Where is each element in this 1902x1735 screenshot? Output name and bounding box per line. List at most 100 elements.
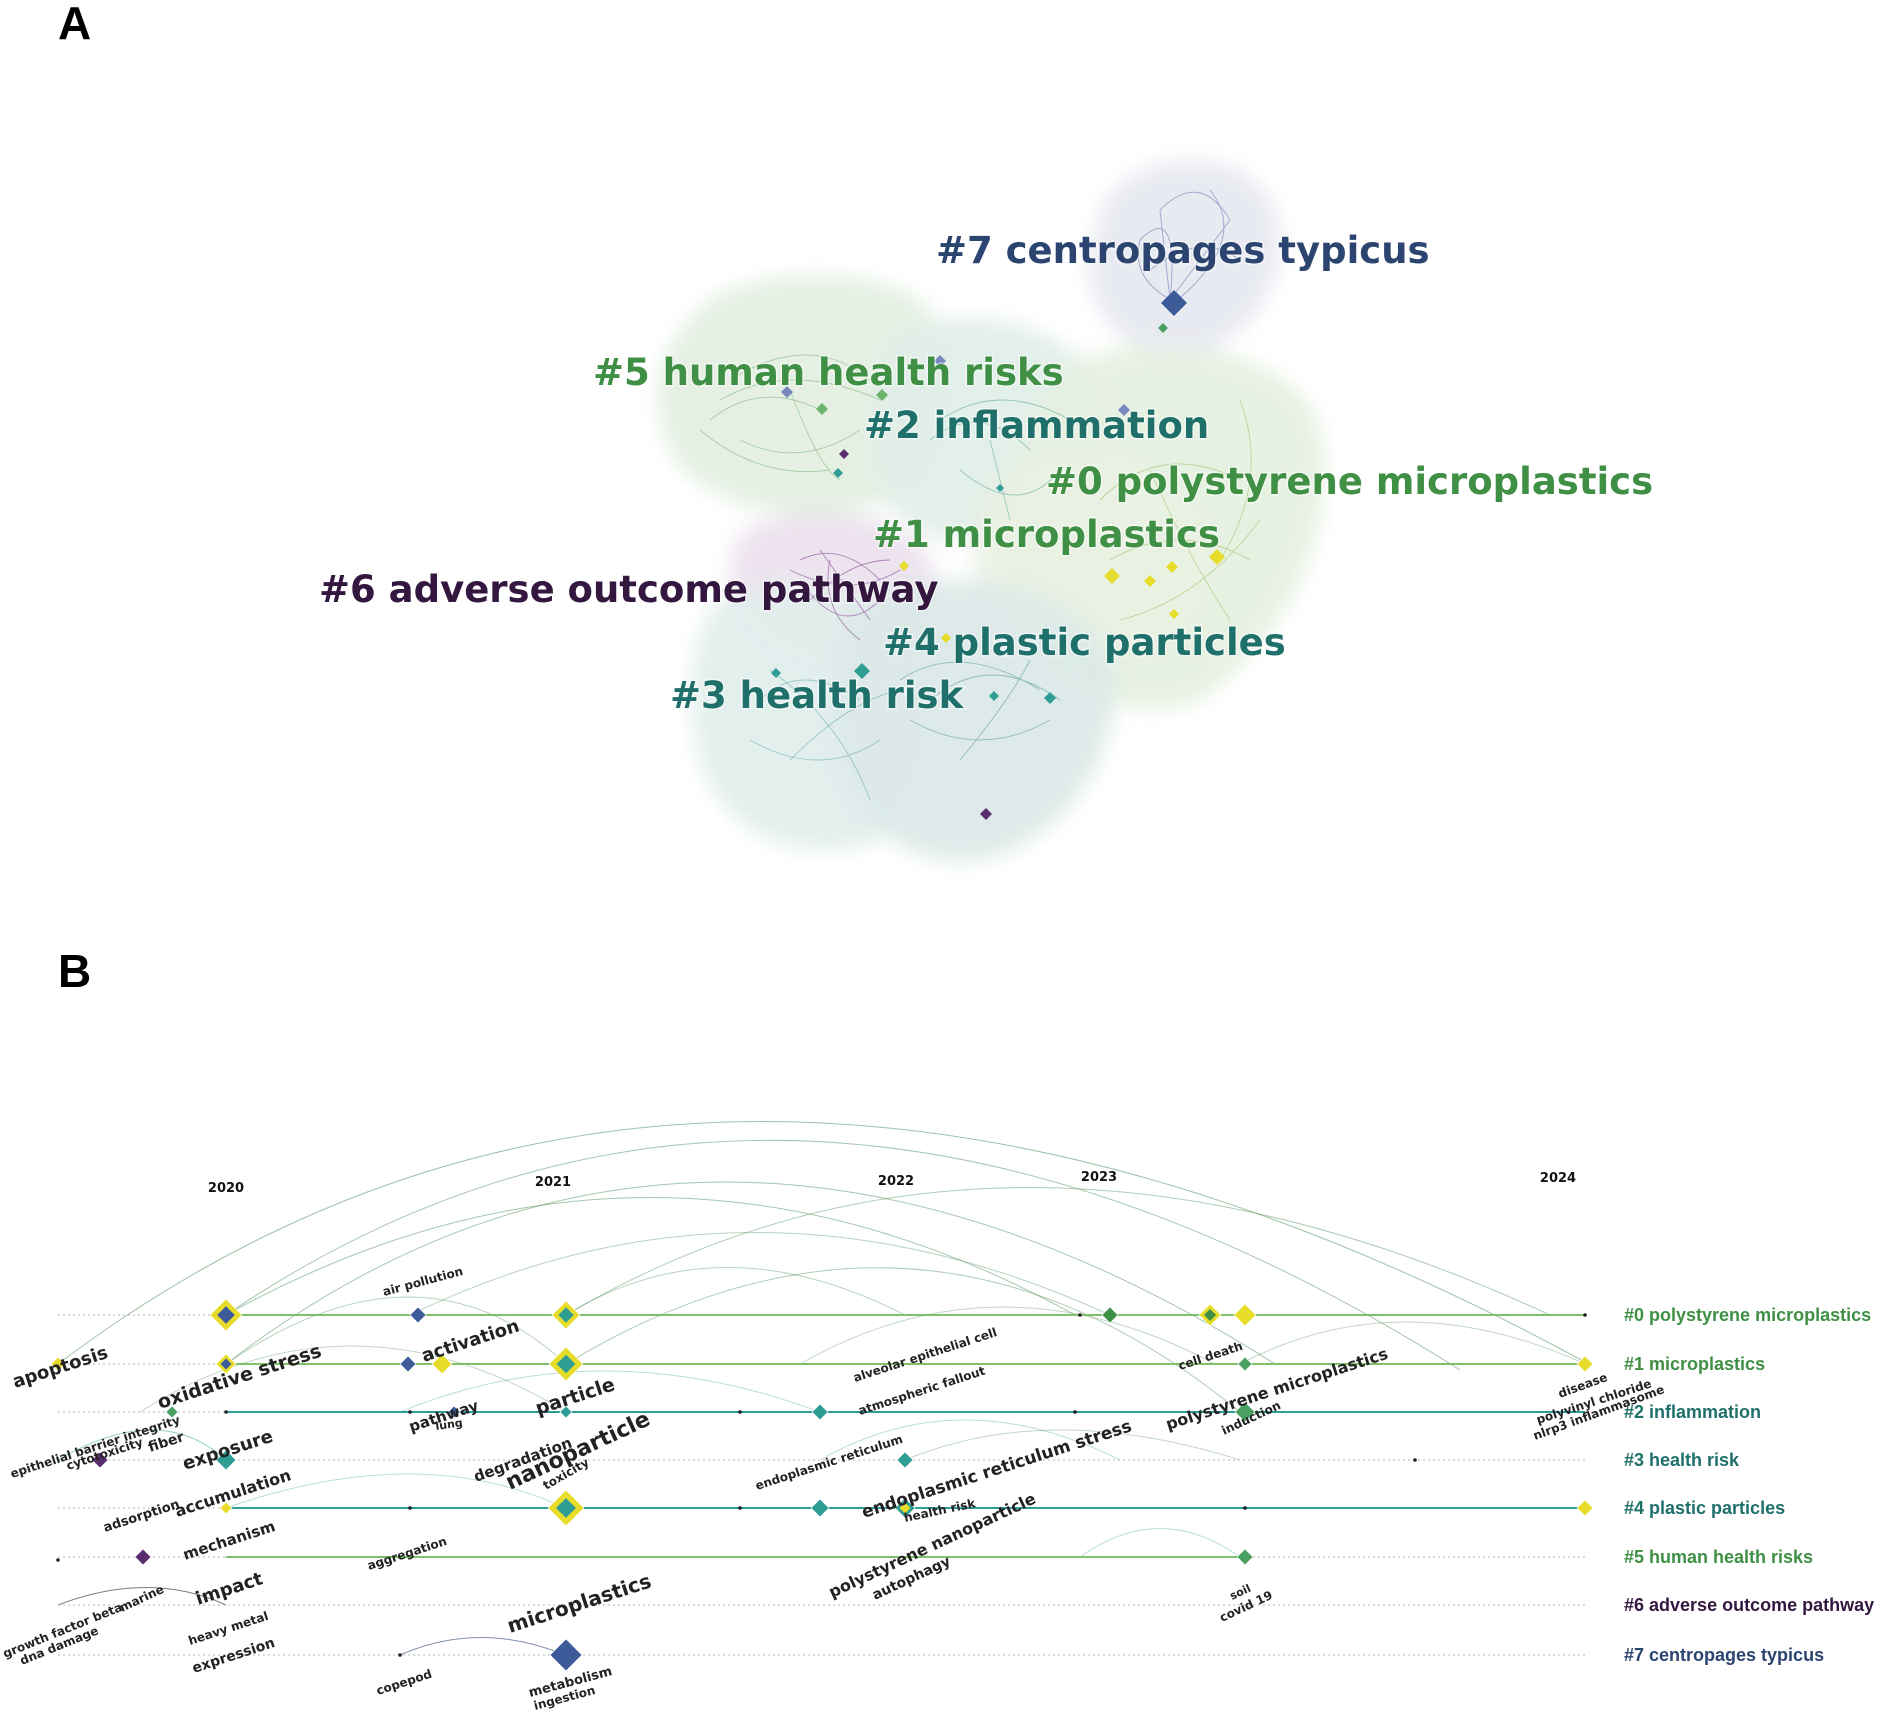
arc-10	[139, 1345, 567, 1413]
network-links	[699, 189, 1261, 801]
links-cluster-5	[699, 354, 881, 481]
node-a9	[1104, 568, 1120, 584]
lane-dot-10	[1078, 1313, 1082, 1317]
arc-18	[57, 1429, 227, 1461]
cluster-labels: #7 centropages typicus #5 human health r…	[318, 228, 1655, 719]
lane-dot-3	[1073, 1410, 1077, 1414]
node-a12	[1209, 549, 1225, 565]
timeline-node-16	[811, 1403, 829, 1421]
timeline-node-11	[1237, 1356, 1253, 1372]
timeline-year-axis: 2020 2021 2022 2023 2024	[208, 1170, 1576, 1196]
arc-15	[225, 1473, 566, 1509]
node-a5	[1118, 404, 1130, 416]
year-label-2024: 2024	[1540, 1171, 1576, 1186]
node-a7	[833, 468, 843, 478]
node-a10	[1166, 561, 1178, 573]
node-a16	[771, 668, 781, 678]
keyword-label: endoplasmic reticulum	[754, 1432, 905, 1493]
timeline-node-core-4	[1203, 1308, 1217, 1322]
network-nodes	[771, 290, 1225, 820]
timeline-node-14	[447, 1405, 461, 1419]
arc-17	[57, 1587, 227, 1606]
timeline-node-9	[431, 1353, 453, 1375]
keyword-label: copepod	[375, 1667, 434, 1698]
node-a13	[1169, 609, 1179, 619]
arc-1	[57, 1121, 1586, 1365]
timeline-cluster-label-4: #4 plastic particles	[1624, 1498, 1785, 1518]
timeline-node-5	[1233, 1303, 1257, 1327]
timeline-node-1	[409, 1306, 427, 1324]
arc-14	[1079, 1528, 1241, 1558]
arc-9	[565, 1267, 906, 1316]
timeline-node-20	[896, 1451, 914, 1469]
node-cluster-7-small	[1158, 323, 1168, 333]
node-cluster-7-hub	[1161, 290, 1187, 316]
timeline-nodes	[50, 1298, 1594, 1672]
node-a4	[876, 389, 888, 401]
lane-dot-9	[398, 1653, 402, 1657]
timeline-arcs	[57, 1121, 1586, 1656]
arc-6	[565, 1267, 1241, 1413]
timeline-node-21	[219, 1501, 233, 1515]
links-cluster-3	[749, 669, 901, 801]
node-a15	[854, 663, 870, 679]
cluster-label-6: #6 adverse outcome pathway	[319, 568, 938, 611]
timeline-node-13	[165, 1405, 179, 1419]
timeline-node-12	[1576, 1355, 1594, 1373]
hull-cluster-4	[832, 580, 1114, 862]
arc-7	[409, 1232, 1111, 1316]
node-a8	[996, 484, 1004, 492]
arc-20	[819, 1419, 1121, 1461]
timeline-node-17	[1234, 1401, 1256, 1423]
year-label-2020: 2020	[208, 1181, 244, 1196]
node-a19	[980, 808, 992, 820]
timeline-cluster-labels: #0 polystyrene microplastics#1 microplas…	[1624, 1305, 1874, 1665]
lane-dot-1	[408, 1410, 412, 1414]
arc-5	[565, 1187, 1551, 1316]
node-a1	[934, 355, 946, 367]
cluster-label-7: #7 centropages typicus	[936, 229, 1430, 272]
cluster-label-0: #0 polystyrene microplastics	[1046, 460, 1653, 503]
arc-3	[225, 1181, 1276, 1365]
node-a3	[816, 403, 828, 415]
timeline-node-26	[134, 1548, 152, 1566]
timeline-node-25	[1576, 1499, 1594, 1517]
keyword-label: air pollution	[381, 1264, 464, 1299]
keyword-label: marine	[117, 1582, 166, 1615]
node-a14	[899, 561, 909, 571]
arc-4	[225, 1197, 1076, 1316]
timeline-node-core-0	[217, 1306, 235, 1324]
lane-dot-0	[224, 1410, 228, 1414]
timeline-node-28	[549, 1638, 583, 1672]
panel-label-b: B	[58, 945, 92, 997]
timeline-node-core-2	[558, 1307, 574, 1323]
cluster-network: #7 centropages typicus #5 human health r…	[318, 160, 1655, 862]
arc-13	[904, 1429, 1241, 1461]
keyword-label: impact	[193, 1568, 266, 1609]
links-cluster-6	[789, 549, 901, 641]
keyword-label: oxidative stress	[155, 1340, 324, 1414]
cluster-label-5: #5 human health risks	[593, 351, 1064, 394]
arc-12	[1239, 1321, 1586, 1365]
cluster-hulls	[658, 160, 1325, 862]
year-label-2023: 2023	[1081, 1170, 1117, 1185]
year-label-2021: 2021	[535, 1175, 571, 1190]
timeline-cluster-label-5: #5 human health risks	[1624, 1547, 1813, 1567]
year-label-2022: 2022	[878, 1174, 914, 1189]
timeline-node-core-22	[556, 1498, 576, 1518]
lane-dot-8	[56, 1558, 60, 1562]
arc-2	[225, 1139, 1461, 1371]
keyword-label: lung	[435, 1416, 464, 1433]
timeline-node-3	[1101, 1306, 1119, 1324]
panel-label-a: A	[58, 0, 92, 49]
hull-cluster-7	[1088, 160, 1281, 357]
cluster-label-4: #4 plastic particles	[883, 621, 1286, 664]
arc-16	[399, 1637, 566, 1656]
timeline-node-18	[91, 1451, 109, 1469]
arc-8	[225, 1296, 567, 1365]
timeline-node-27	[1236, 1548, 1254, 1566]
timeline-node-15	[559, 1405, 573, 1419]
timeline-cluster-label-6: #6 adverse outcome pathway	[1624, 1595, 1874, 1615]
node-a18	[989, 691, 999, 701]
